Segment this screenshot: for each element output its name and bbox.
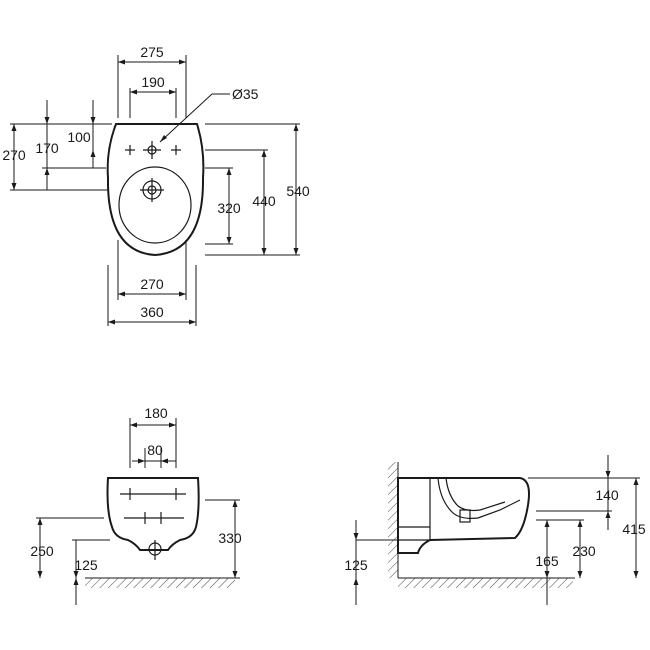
dim-440: 440 (252, 193, 276, 209)
dim-415: 415 (622, 521, 646, 537)
side-floor-hatch (398, 578, 573, 588)
floor-hatch (85, 578, 235, 588)
dim-165: 165 (535, 553, 559, 569)
side-view: 125 140 165 230 415 (344, 455, 646, 605)
dim-190: 190 (141, 74, 165, 90)
dim-125-front: 125 (74, 557, 98, 573)
wall-hatch (388, 462, 398, 578)
dim-left-100: 100 (67, 129, 91, 145)
front-view: 180 80 250 125 330 (30, 405, 242, 605)
dim-250: 250 (30, 543, 54, 559)
dim-230: 230 (572, 543, 596, 559)
dim-540: 540 (286, 183, 310, 199)
dim-180: 180 (144, 405, 168, 421)
dim-140: 140 (595, 487, 619, 503)
top-view: 275 190 Ø35 270 170 100 (2, 44, 310, 326)
dim-80: 80 (147, 442, 163, 458)
dim-125-side: 125 (344, 557, 368, 573)
side-view-outline (397, 477, 530, 554)
side-view-outlet (459, 509, 471, 523)
side-view-trap (437, 477, 521, 519)
front-view-outline (106, 477, 200, 551)
dim-diameter-35: Ø35 (232, 86, 259, 102)
dim-270-bottom: 270 (140, 276, 164, 292)
dim-320: 320 (217, 200, 241, 216)
dim-275: 275 (140, 44, 164, 60)
dim-left-170: 170 (35, 140, 59, 156)
dim-330: 330 (218, 530, 242, 546)
top-view-bowl (118, 166, 192, 244)
dim-360: 360 (140, 304, 164, 320)
dim-left-270: 270 (2, 147, 26, 163)
